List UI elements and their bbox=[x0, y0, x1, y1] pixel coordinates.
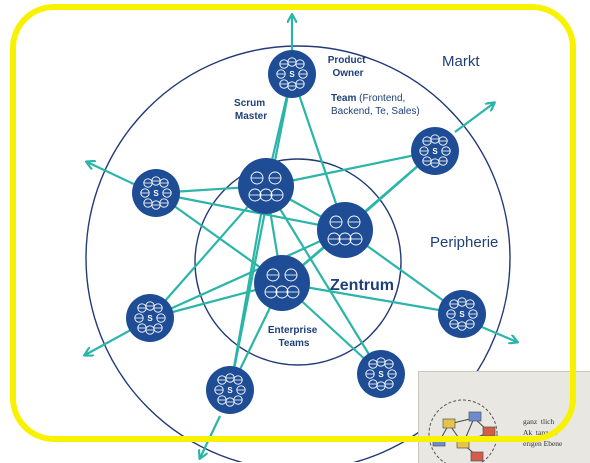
thumbnail-text: ganz tlich Ak tanz de erigen Ebene bbox=[523, 416, 590, 449]
thumbnail-line-2: Ak tanz de bbox=[523, 428, 558, 437]
team-node-bottom-left: S bbox=[206, 366, 254, 414]
svg-text:S: S bbox=[432, 147, 438, 156]
team-label: Team (Frontend, Backend, Te, Sales) bbox=[331, 93, 420, 117]
enterprise-node-lower bbox=[254, 255, 310, 311]
team-node-left-lower: S bbox=[126, 294, 174, 342]
center-circle bbox=[194, 158, 402, 366]
arrow-top-right bbox=[454, 103, 494, 133]
svg-text:S: S bbox=[147, 314, 153, 323]
enterprise-node-upper bbox=[238, 158, 294, 214]
team-people-icon bbox=[317, 202, 373, 258]
overlapping-thumbnail: ganz tlich Ak tanz de erigen Ebene bbox=[418, 371, 590, 463]
market-circle bbox=[85, 45, 511, 462]
mini-network-icon bbox=[428, 399, 498, 463]
team-nodes: S S S S S S S bbox=[126, 50, 486, 414]
svg-text:S: S bbox=[378, 370, 384, 379]
thumbnail-line-1: ganz tlich bbox=[523, 417, 555, 426]
zentrum-label: Zentrum bbox=[330, 277, 394, 294]
team-node-bottom-right: S bbox=[357, 350, 405, 398]
svg-text:S: S bbox=[227, 386, 233, 395]
team-people-icon bbox=[238, 158, 294, 214]
enterprise-teams-label: Enterprise Teams bbox=[268, 325, 320, 349]
svg-text:S: S bbox=[153, 189, 159, 198]
product-owner-label: Product Owner bbox=[328, 55, 369, 79]
svg-text:S: S bbox=[289, 70, 295, 79]
enterprise-node-right bbox=[317, 202, 373, 258]
svg-text:S: S bbox=[459, 310, 465, 319]
thumbnail-line-3: erigen Ebene bbox=[523, 439, 563, 448]
team-node-left-upper: S bbox=[132, 169, 180, 217]
markt-label: Markt bbox=[442, 53, 480, 70]
arrow-bottom bbox=[200, 415, 221, 458]
team-node-right-lower: S bbox=[438, 290, 486, 338]
arrow-left-upper bbox=[87, 162, 139, 187]
arrow-left-lower bbox=[85, 325, 139, 355]
peripherie-label: Peripherie bbox=[430, 234, 498, 251]
team-people-icon bbox=[254, 255, 310, 311]
scrum-master-label: Scrum Master bbox=[234, 98, 268, 122]
team-node-top: S bbox=[268, 50, 316, 98]
team-node-right-upper: S bbox=[411, 127, 459, 175]
